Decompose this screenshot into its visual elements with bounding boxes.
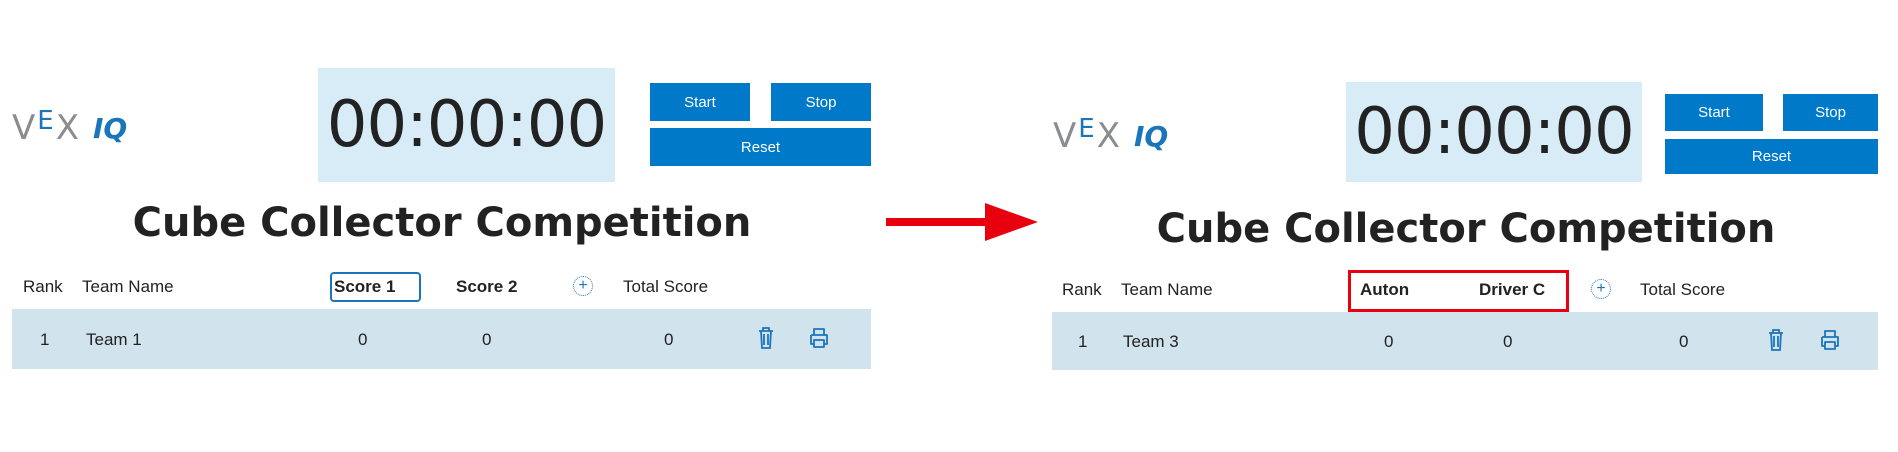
rank-header: Rank <box>23 277 63 296</box>
stop-button[interactable]: Stop <box>1783 94 1878 131</box>
team-name-header: Team Name <box>82 277 174 296</box>
start-button[interactable]: Start <box>1665 94 1763 131</box>
team-name-cell[interactable]: Team 1 <box>86 330 142 349</box>
table-row <box>12 309 871 369</box>
driver-cell[interactable]: 0 <box>1503 332 1513 351</box>
trash-icon[interactable] <box>755 326 777 350</box>
rank-cell: 1 <box>40 330 50 349</box>
team-name-cell[interactable]: Team 3 <box>1123 332 1179 351</box>
score-1-header-input[interactable]: Score 1 <box>330 272 421 302</box>
add-column-icon[interactable]: + <box>1591 279 1611 299</box>
total-score-header: Total Score <box>1640 280 1726 299</box>
total-score-cell: 0 <box>1679 332 1689 351</box>
start-button[interactable]: Start <box>650 83 750 121</box>
total-score-header: Total Score <box>623 277 709 296</box>
add-column-icon[interactable]: + <box>573 276 593 296</box>
reset-button[interactable]: Reset <box>1665 139 1878 174</box>
driver-header[interactable]: Driver C <box>1479 280 1546 299</box>
vex-iq-logo: VEX IQ <box>1053 114 1169 156</box>
auton-header[interactable]: Auton <box>1360 280 1410 299</box>
timer-display: 00:00:00 <box>1346 82 1642 182</box>
stop-button[interactable]: Stop <box>771 83 871 121</box>
score-1-cell[interactable]: 0 <box>358 330 368 349</box>
page-title: Cube Collector Competition <box>1156 206 1776 252</box>
reset-button[interactable]: Reset <box>650 128 871 166</box>
trash-icon[interactable] <box>1765 328 1787 352</box>
right-arrow-icon <box>886 203 1038 241</box>
score-2-cell[interactable]: 0 <box>482 330 492 349</box>
rank-cell: 1 <box>1078 332 1088 351</box>
table-row <box>1052 312 1878 370</box>
page-title: Cube Collector Competition <box>132 200 752 246</box>
timer-display: 00:00:00 <box>318 68 615 182</box>
rank-header: Rank <box>1062 280 1102 299</box>
printer-icon[interactable] <box>808 326 830 350</box>
vex-iq-logo: VEX IQ <box>12 106 128 148</box>
printer-icon[interactable] <box>1819 328 1841 352</box>
team-name-header: Team Name <box>1121 280 1213 299</box>
auton-cell[interactable]: 0 <box>1384 332 1394 351</box>
highlight-box <box>1348 270 1569 312</box>
score-2-header[interactable]: Score 2 <box>456 277 518 296</box>
total-score-cell: 0 <box>664 330 674 349</box>
